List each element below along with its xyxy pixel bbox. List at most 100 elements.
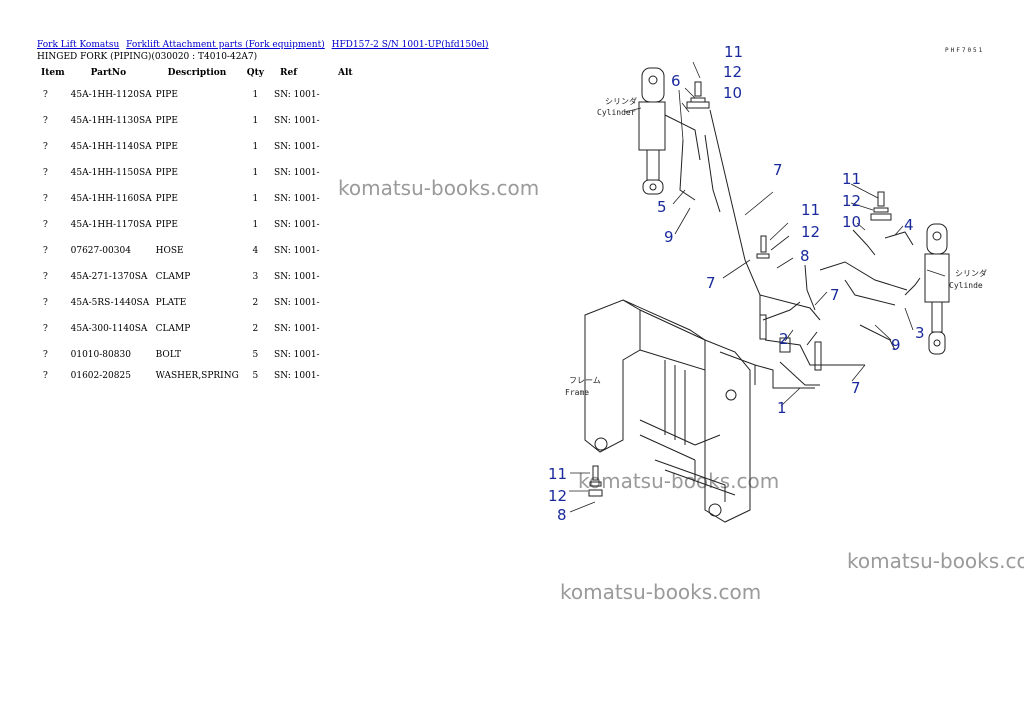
cell-alt [334,290,357,316]
col-header-alt: Alt [338,68,353,78]
cell-item: ? [43,194,48,204]
cell-item: ? [43,324,48,334]
cell-qty: 4 [252,246,259,256]
cell-item: ? [43,246,48,256]
cell-ref: SN: 1001- [274,324,320,334]
cell-qty: 1 [252,90,259,100]
table-row: ? 45A-300-1140SA CLAMP 2 SN: 1001- [37,316,357,342]
callout-12: 12 [548,487,567,505]
cell-description: PIPE [155,142,178,152]
cell-item: ? [43,272,48,282]
table-row: ? 45A-271-1370SA CLAMP 3 SN: 1001- [37,264,357,290]
cell-ref: SN: 1001- [274,116,320,126]
breadcrumb-link-fork-lift-komatsu[interactable]: Fork Lift Komatsu [37,40,120,50]
cell-ref: SN: 1001- [274,246,320,256]
callout-10: 10 [723,84,742,102]
cell-part-number: 45A-300-1140SA [70,324,148,334]
callout-numbers: 11 12 10 6 7 5 9 11 12 8 7 11 12 10 4 7 … [548,43,925,524]
cell-item: ? [43,298,48,308]
callout-8: 8 [800,247,810,265]
callout-3: 3 [915,324,925,342]
cell-ref: SN: 1001- [274,350,320,360]
watermark: komatsu-books.com [578,469,780,493]
cell-part-number: 45A-271-1370SA [70,272,148,282]
col-header-partno: PartNo [90,68,127,78]
cell-alt [334,316,357,342]
callout-8: 8 [557,506,567,524]
cell-part-number: 45A-1HH-1140SA [70,142,152,152]
cell-description: HOSE [155,246,184,256]
cell-description: PIPE [155,116,178,126]
cell-description: PIPE [155,90,178,100]
cell-alt [334,264,357,290]
cell-qty: 3 [252,272,259,282]
exploded-parts-diagram: 11 12 10 6 7 5 9 11 12 8 7 11 12 10 4 7 … [548,43,987,524]
cell-part-number: 01602-20825 [70,371,131,381]
breadcrumb-link-model[interactable]: HFD157-2 S/N 1001-UP(hfd150el) [331,40,489,50]
cell-qty: 5 [252,371,259,381]
cell-ref: SN: 1001- [274,220,320,230]
cell-description: CLAMP [155,324,191,334]
breadcrumb: Fork Lift Komatsu Forklift Attachment pa… [37,40,493,50]
callout-9: 9 [664,228,674,246]
callout-11: 11 [801,201,820,219]
callout-1: 1 [777,399,787,417]
parts-table: Item PartNo Description Qty Ref Alt ?45A… [37,64,357,384]
col-header-description: Description [167,68,227,78]
callout-6: 6 [671,72,681,90]
cell-description: BOLT [155,350,182,360]
cell-ref: SN: 1001- [274,272,320,282]
callout-11: 11 [724,43,743,61]
cell-alt [334,134,357,160]
cell-qty: 2 [252,298,259,308]
callout-11: 11 [842,170,861,188]
cell-qty: 5 [252,350,259,360]
cell-item: ? [43,350,48,360]
callout-12: 12 [842,192,861,210]
watermark: komatsu-books.com [560,580,762,604]
left-cylinder [638,67,666,195]
cell-item: ? [43,90,48,100]
callout-9: 9 [891,336,901,354]
cell-item: ? [43,116,48,126]
cylinder-right-label-en: Cylinde [949,281,983,290]
cell-ref: SN: 1001- [274,194,320,204]
cell-alt [334,108,357,134]
cell-description: WASHER,SPRING [155,371,239,381]
cell-part-number: 45A-1HH-1120SA [70,90,152,100]
callout-12: 12 [723,63,742,81]
hardware [588,81,892,497]
cell-part-number: 45A-1HH-1130SA [70,116,152,126]
frame-label-jp: フレーム [569,376,601,385]
callout-11: 11 [548,465,567,483]
breadcrumb-link-attachment-parts[interactable]: Forklift Attachment parts (Fork equipmen… [126,40,325,50]
cell-alt [334,368,357,384]
cell-part-number: 45A-5RS-1440SA [70,298,150,308]
cell-part-number: 45A-1HH-1170SA [70,220,152,230]
cell-item: ? [43,142,48,152]
cell-qty: 1 [252,116,259,126]
cell-ref: SN: 1001- [274,371,320,381]
cell-description: CLAMP [155,272,191,282]
cell-description: PIPE [155,194,178,204]
cell-item: ? [43,220,48,230]
cell-alt [334,238,357,264]
frame [584,299,756,523]
cylinder-right-label-jp: シリンダ [955,268,987,278]
callout-4: 4 [904,216,914,234]
cell-part-number: 45A-1HH-1150SA [70,168,152,178]
cell-part-number: 45A-1HH-1160SA [70,194,152,204]
watermark: komatsu-books.com [847,549,1024,573]
cell-item: ? [43,371,48,381]
cell-qty: 2 [252,324,259,334]
cell-alt [334,342,357,368]
cell-qty: 1 [252,220,259,230]
